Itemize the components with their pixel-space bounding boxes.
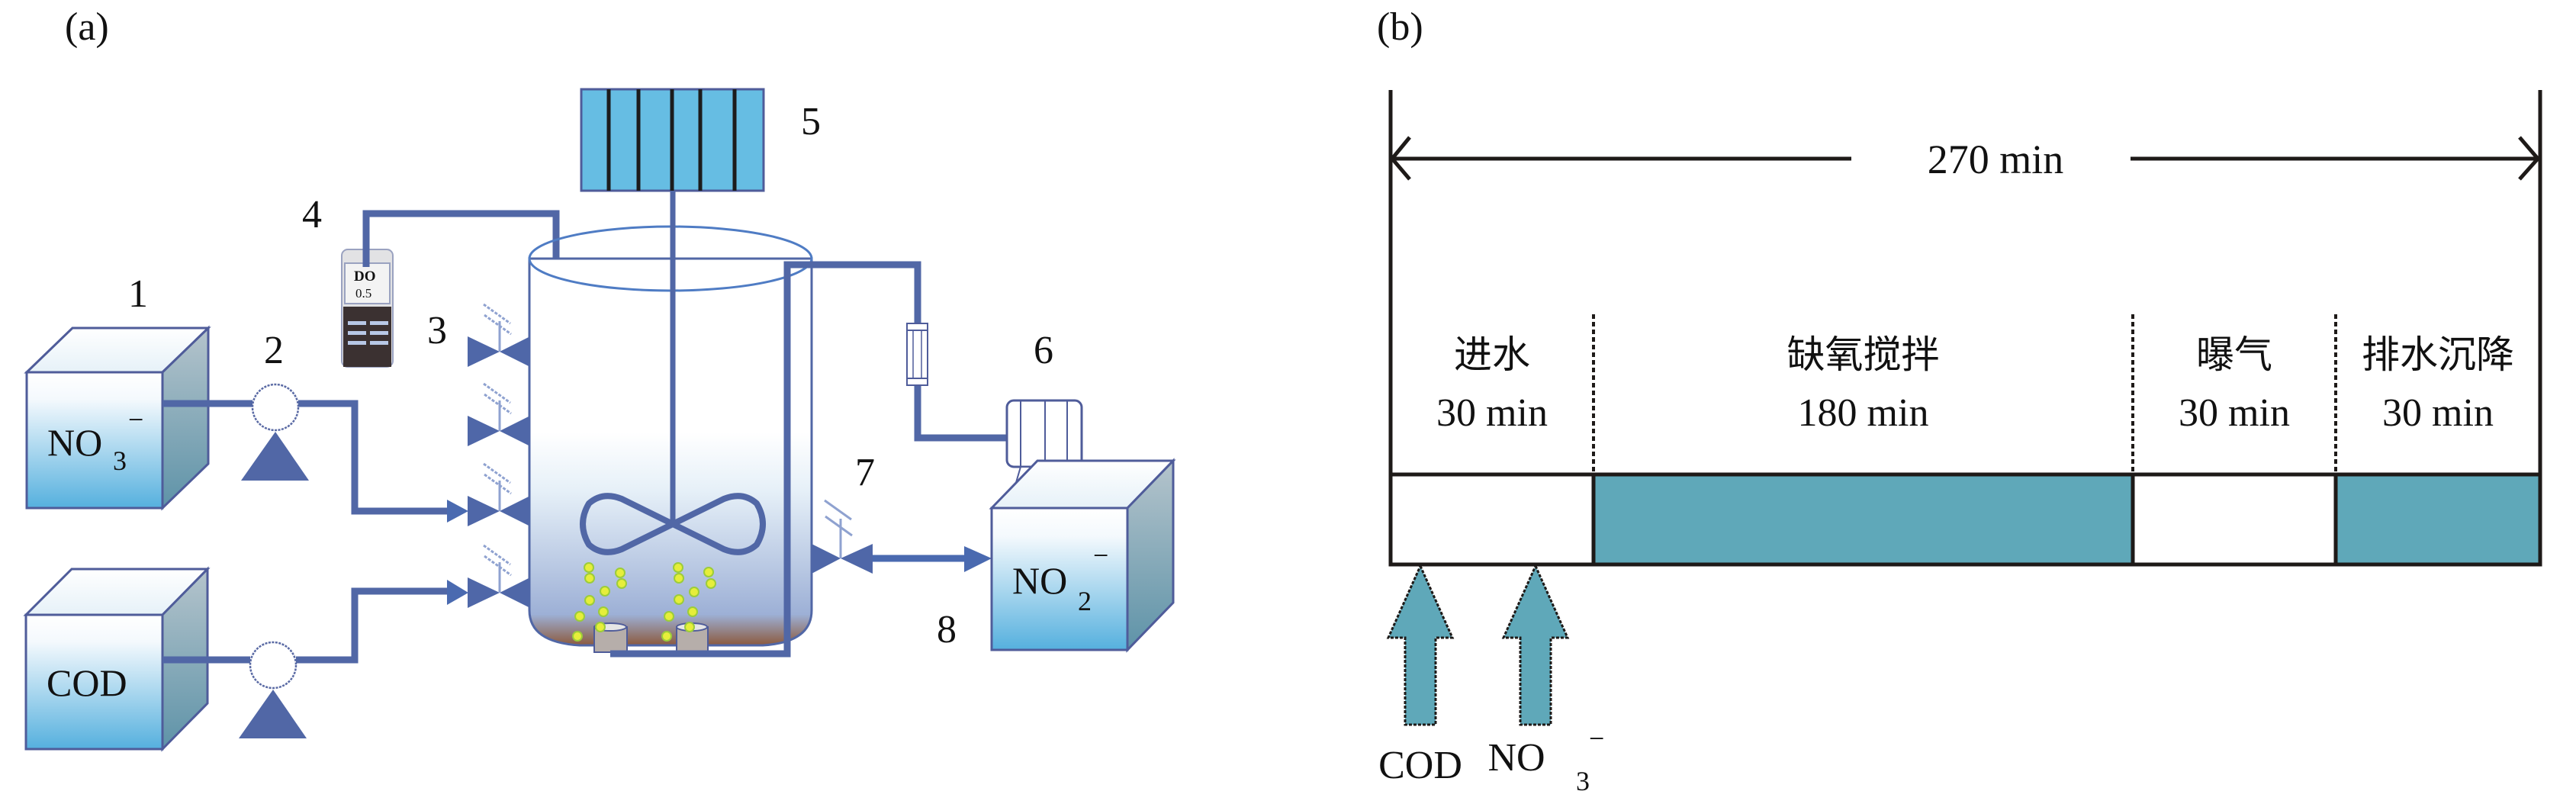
air-bubble [706, 578, 716, 589]
nitrate-tank-label: NO [47, 421, 102, 464]
air-bubble [572, 631, 583, 642]
nitrite-effluent-tank: NO 2 − [989, 458, 1176, 653]
cod-input-arrow [1386, 563, 1455, 726]
phase-bar-2 [1591, 472, 2135, 567]
air-supply-pipe [610, 261, 921, 658]
phase-duration-3: 30 min [2179, 391, 2290, 435]
phase-name-2: 缺氧搅拌 [1787, 333, 1940, 377]
nitrate-input-sup: − [1589, 723, 1604, 754]
air-bubble [674, 573, 684, 584]
phase-name-3: 曝气 [2196, 333, 2272, 377]
phase-duration-1: 30 min [1436, 391, 1548, 435]
sampling-valves [468, 303, 530, 608]
phase-labels: 进水 30 min 缺氧搅拌 180 min 曝气 30 min 排水沉降 30 min [1436, 333, 2514, 435]
air-bubble [584, 562, 594, 573]
timeline: 270 min [1388, 90, 2542, 564]
nitrate-input-sub: 3 [1576, 766, 1590, 796]
nitrite-tank-sup: − [1093, 540, 1108, 571]
stirrer-impeller [580, 493, 766, 555]
sampling-valve [468, 382, 530, 446]
air-bubble [673, 562, 683, 573]
label-1: 1 [128, 272, 148, 316]
phase-name-4: 排水沉降 [2362, 333, 2514, 377]
air-bubbles [572, 562, 716, 642]
panel-a-label: (a) [65, 5, 109, 49]
effluent-arrowhead [964, 546, 992, 572]
nitrate-tank-sub: 3 [113, 445, 127, 476]
label-5: 5 [801, 100, 821, 143]
nitrite-tank-sub: 2 [1078, 586, 1092, 616]
phase-bar-4 [2333, 472, 2542, 567]
total-arrowhead-left [1389, 136, 1411, 181]
do-meter-label: DO [354, 269, 376, 285]
do-meter: DO 0.5 [341, 249, 394, 368]
air-bubble [595, 622, 606, 632]
label-4: 4 [302, 193, 322, 236]
sampling-valve [468, 544, 530, 608]
total-arrowhead-right [2518, 136, 2541, 181]
phase-duration-4: 30 min [2382, 391, 2494, 435]
nitrate-tank-sup: − [128, 404, 143, 435]
do-meter-reading: 0.5 [355, 286, 371, 301]
air-bubble [584, 573, 595, 584]
sampling-valve [468, 462, 530, 526]
phase-bar-1 [1388, 472, 1596, 567]
cod-tank-label: COD [47, 661, 127, 704]
air-bubble [615, 568, 626, 578]
do-probe-cable [362, 210, 560, 416]
drain-valve [812, 499, 873, 574]
air-bubble [661, 631, 672, 642]
nitrate-feed-tank: NO 3 − [24, 325, 211, 511]
air-bubble [664, 611, 674, 622]
label-8: 8 [937, 608, 957, 651]
air-bubble [574, 611, 585, 622]
cod-feed-pipe-2 [296, 587, 452, 664]
sampling-valve [468, 303, 530, 367]
phase-dividers [1592, 314, 2337, 474]
cod-inlet-arrowhead [447, 580, 468, 605]
cod-input-label: COD [1378, 744, 1462, 787]
label-3: 3 [427, 309, 447, 352]
phase-bars [1388, 472, 2542, 567]
total-duration-label: 270 min [1928, 137, 2064, 182]
air-bubble [616, 578, 627, 589]
nitrate-inlet-arrowhead [447, 500, 468, 523]
air-bubble [598, 606, 609, 617]
air-bubble [703, 567, 714, 577]
svg-text:NO: NO [47, 421, 102, 464]
air-bubble [584, 595, 595, 606]
cod-pump [239, 641, 307, 738]
label-6: 6 [1034, 329, 1053, 372]
nitrite-tank-label: NO [1012, 559, 1067, 602]
air-bubble [689, 587, 699, 597]
nitrate-pump [241, 383, 309, 481]
panel-b-label: (b) [1377, 5, 1423, 49]
air-bubble [687, 606, 698, 617]
phase-bar-3 [2131, 472, 2338, 567]
label-2: 2 [264, 329, 284, 372]
air-bubble [600, 586, 610, 597]
phase-name-1: 进水 [1454, 333, 1530, 377]
air-bubble [684, 622, 695, 632]
nitrate-feed-pipe-2 [298, 400, 452, 515]
stirrer-motor [580, 88, 765, 192]
nitrate-input-arrow [1501, 563, 1570, 726]
air-bubble [674, 594, 684, 605]
phase-duration-2: 180 min [1798, 391, 1929, 435]
label-7: 7 [855, 451, 875, 494]
air-supply-pipe-2 [914, 385, 1008, 442]
flowmeter [906, 323, 928, 386]
nitrate-input-label: NO [1487, 736, 1545, 780]
